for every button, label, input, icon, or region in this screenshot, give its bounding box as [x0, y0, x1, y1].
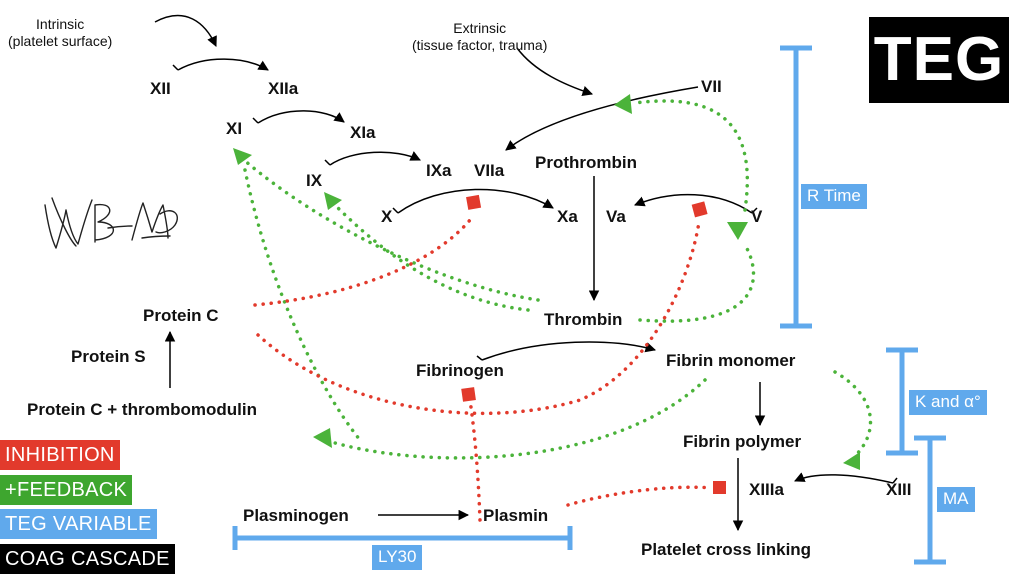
teg-k-alpha-label: K and α°: [909, 390, 987, 415]
factor-viia: VIIa: [474, 161, 505, 180]
feedback-thrombin-to-xi: [242, 158, 540, 302]
inhibit-plasmin-to-xiiia: [566, 485, 714, 507]
inhibit-head-xiiia: [713, 481, 726, 494]
arrow-xi-to-xia: [252, 110, 344, 123]
factor-xia: XIa: [350, 123, 376, 142]
intrinsic-subtitle: (platelet surface): [8, 33, 113, 49]
arrow-v-to-va: [635, 193, 758, 213]
factor-va: Va: [606, 207, 626, 226]
factor-xiia: XIIa: [268, 79, 299, 98]
factor-plasminogen: Plasminogen: [243, 506, 349, 525]
factor-xa: Xa: [557, 207, 578, 226]
factor-fibrin-monomer: Fibrin monomer: [666, 351, 796, 370]
factor-xiiia: XIIIa: [749, 480, 784, 499]
inhibit-protein-c-to-viia: [253, 213, 476, 307]
arrow-vii-to-viia: [505, 86, 699, 151]
arrow-ix-to-ixa: [324, 152, 420, 165]
arrow-intrinsic-to-xiia: [154, 14, 217, 47]
factor-fibrin-polymer: Fibrin polymer: [683, 432, 802, 451]
teg-brackets: [232, 45, 946, 565]
inhibit-head-va: [691, 201, 708, 218]
k-alpha-bracket: [886, 347, 918, 456]
teg-title: TEG: [869, 17, 1009, 103]
arrow-extrinsic: [516, 47, 593, 96]
protein-c: Protein C: [143, 306, 219, 325]
feedback-head-vii: [614, 94, 632, 114]
feedback-monomer-to-xiiia: [833, 370, 873, 457]
factor-xii: XII: [150, 79, 171, 98]
ly30-bracket: [232, 526, 573, 550]
inhibit-head-fibrinogen: [461, 387, 476, 402]
arrow-fibrinogen-to-monomer: [476, 342, 655, 360]
protein-c-thrombomodulin: Protein C + thrombomodulin: [27, 400, 257, 419]
arrow-xiii-to-xiiia: [795, 475, 898, 483]
legend-inhibition: INHIBITION: [0, 440, 120, 470]
feedback-arrowheads: [233, 94, 860, 470]
factor-v: V: [751, 207, 763, 226]
feedback-head-xi: [233, 148, 252, 165]
r-time-bracket: [780, 45, 812, 329]
feedback-thrombin-path-curve: [243, 168, 362, 442]
protein-s: Protein S: [71, 347, 146, 366]
inhibit-head-viia: [466, 194, 482, 210]
teg-ly30-label: LY30: [372, 545, 423, 570]
feedback-thrombin-to-v: [638, 243, 756, 323]
arrow-xii-to-xiia: [172, 58, 268, 70]
extrinsic-source-label: Extrinsic (tissue factor, trauma): [412, 20, 547, 54]
feedback-monomer-to-protein-c: [323, 378, 707, 460]
teg-ma-label: MA: [937, 487, 975, 512]
factor-prothrombin: Prothrombin: [535, 153, 637, 172]
factor-ix: IX: [306, 171, 323, 190]
signature-mark: [44, 197, 178, 249]
platelet-cross-linking: Platelet cross linking: [641, 540, 812, 559]
cascade-arrows: [154, 14, 898, 532]
intrinsic-title: Intrinsic: [36, 16, 85, 32]
inhibit-plasmin-to-fibrinogen: [468, 398, 482, 522]
legend-coag-cascade: COAG CASCADE: [0, 544, 175, 574]
feedback-head-protein-c: [313, 428, 332, 448]
ma-bracket: [914, 435, 946, 565]
teg-r-time-label: R Time: [801, 184, 867, 209]
arrow-x-to-xa: [392, 188, 553, 213]
factor-thrombin: Thrombin: [544, 310, 623, 329]
legend-teg-variable: TEG VARIABLE: [0, 509, 157, 539]
inhibit-protein-c-to-va: [256, 220, 701, 416]
extrinsic-title: Extrinsic: [453, 20, 507, 36]
feedback-head-v: [727, 222, 748, 240]
factor-xi: XI: [226, 119, 243, 138]
feedback-head-xiiia: [843, 452, 860, 470]
intrinsic-source-label: Intrinsic (platelet surface): [8, 16, 112, 50]
factor-ixa: IXa: [426, 161, 452, 180]
factor-x: X: [381, 207, 393, 226]
feedback-v-to-vii: [633, 99, 749, 212]
extrinsic-subtitle: (tissue factor, trauma): [412, 37, 548, 53]
factor-fibrinogen: Fibrinogen: [416, 361, 504, 380]
feedback-arrows: [242, 99, 873, 460]
feedback-thrombin-to-ix: [333, 203, 530, 312]
inhibition-heads: [461, 194, 726, 494]
factor-vii: VII: [701, 77, 722, 96]
factor-xiii: XIII: [886, 480, 912, 499]
inhibition-arrows: [253, 213, 714, 522]
factor-plasmin: Plasmin: [483, 506, 549, 525]
feedback-head-ix: [324, 192, 342, 210]
legend-feedback: +FEEDBACK: [0, 475, 133, 505]
